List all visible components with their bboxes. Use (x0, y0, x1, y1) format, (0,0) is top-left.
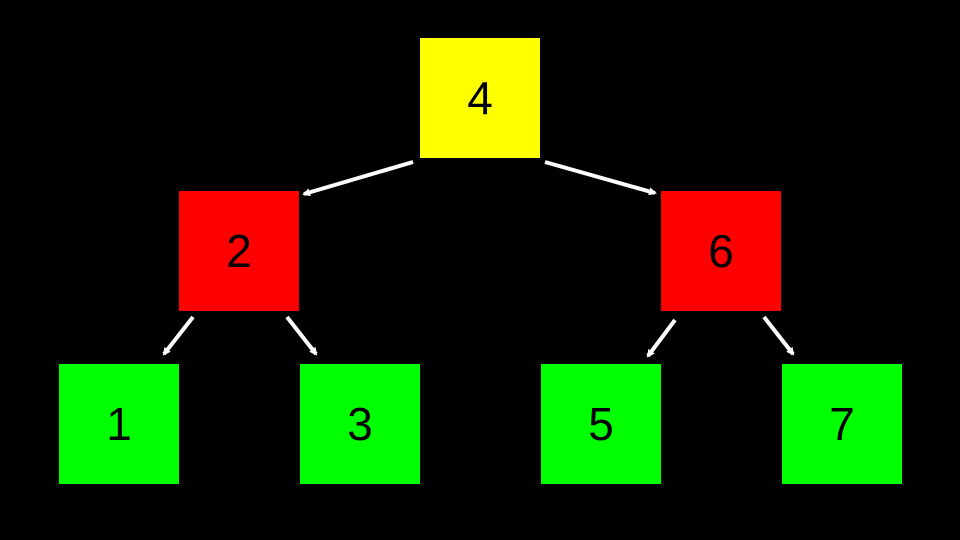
node-label: 5 (588, 398, 614, 450)
node-label: 1 (106, 398, 132, 450)
tree-node-7: 7 (782, 364, 902, 484)
node-label: 6 (708, 225, 734, 277)
edge-4-to-6 (544, 160, 657, 196)
tree-node-4: 4 (420, 38, 540, 158)
tree-node-3: 3 (300, 364, 420, 484)
tree-node-5: 5 (541, 364, 661, 484)
tree-node-1: 1 (59, 364, 179, 484)
edge-4-to-2 (302, 160, 414, 197)
tree-node-2: 2 (179, 191, 299, 311)
edge-6-to-5 (646, 318, 677, 358)
tree-node-6: 6 (661, 191, 781, 311)
edge-6-to-7 (762, 315, 795, 356)
node-label: 4 (467, 72, 493, 124)
node-label: 3 (347, 398, 373, 450)
node-label: 7 (829, 398, 855, 450)
edge-2-to-3 (285, 315, 318, 356)
edge-2-to-1 (162, 315, 195, 356)
node-label: 2 (226, 225, 252, 277)
